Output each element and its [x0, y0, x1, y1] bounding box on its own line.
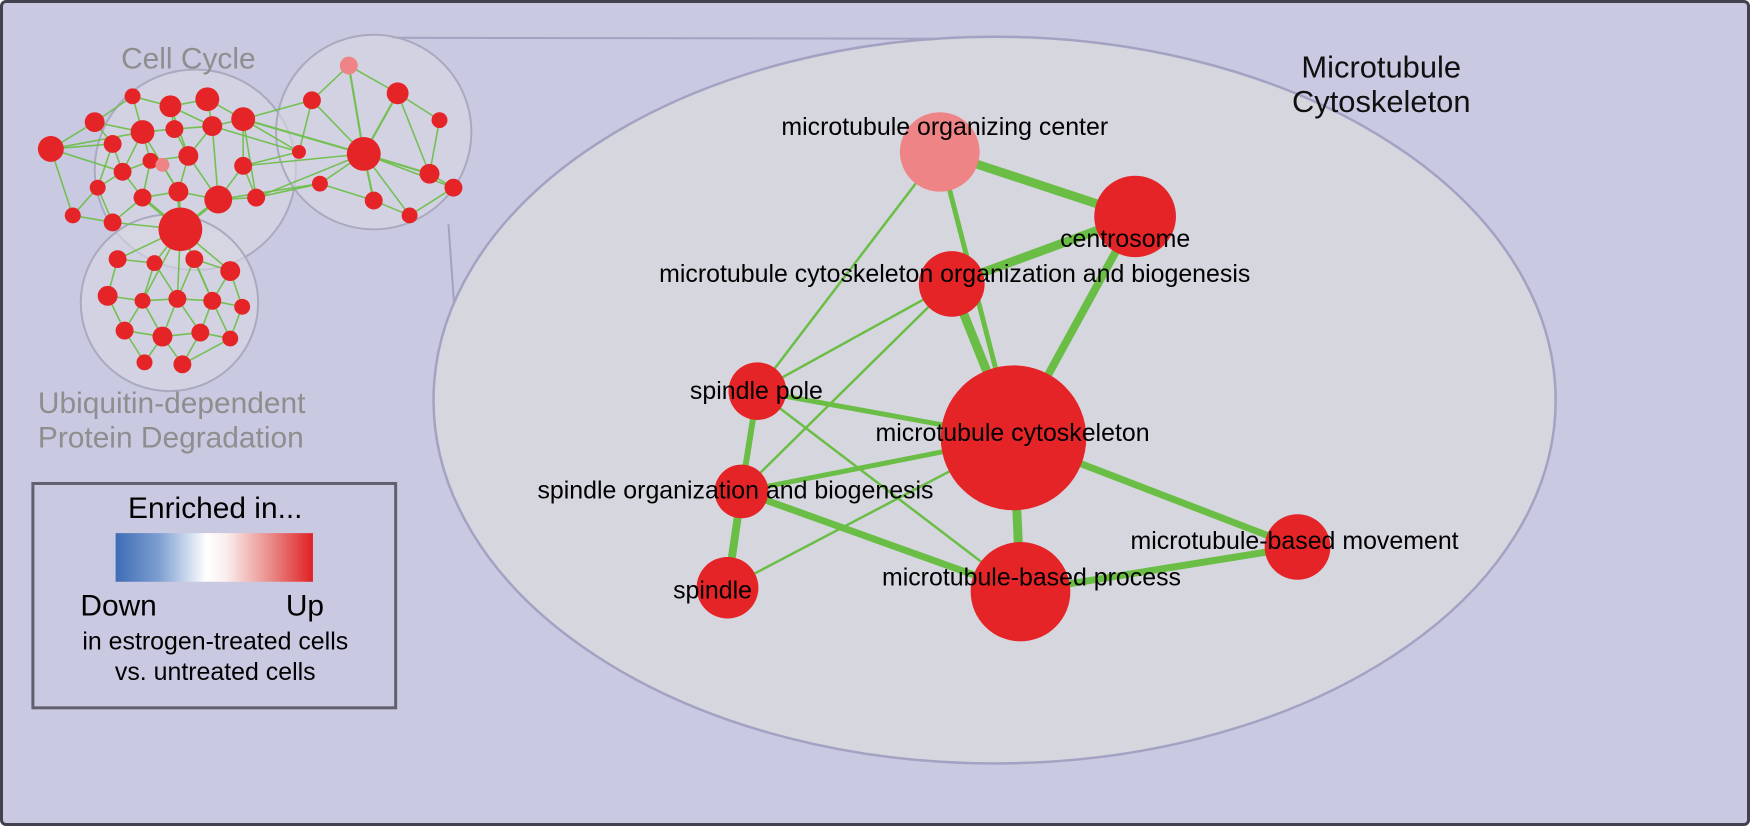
figure-title-line1: Microtubule	[1301, 50, 1461, 85]
node-microtubule-organizing-center	[899, 112, 980, 192]
legend-frame	[31, 481, 398, 710]
overview-node	[364, 191, 383, 210]
overview-node	[168, 289, 187, 308]
overview-node	[302, 91, 321, 110]
overview-node	[146, 255, 163, 272]
overview-node	[444, 178, 463, 197]
overview-node	[158, 207, 203, 252]
overview-node	[178, 145, 199, 166]
overview-node	[136, 354, 153, 371]
node-spindle-pole	[728, 362, 787, 420]
overview-node	[185, 250, 204, 269]
overview-edge	[182, 337, 231, 366]
node-label-microtubule-organizing-center: microtubule organizing center	[781, 113, 1108, 141]
node-label-microtubule-cytoskeleton: microtubule cytoskeleton	[875, 419, 1149, 447]
overview-node	[155, 157, 170, 172]
legend-title: Enriched in...	[128, 492, 302, 525]
overview-node	[234, 298, 251, 315]
node-label-spindle: spindle	[673, 577, 752, 605]
overview-node	[133, 188, 152, 207]
overview-edge	[319, 182, 374, 202]
overview-node	[108, 250, 127, 269]
zoom-edge-spindle-pole--microtubule-based-process	[756, 389, 1022, 593]
overview-node	[195, 87, 220, 112]
zoom-nodes	[696, 112, 1331, 642]
overview-edge	[242, 119, 257, 198]
legend-up-label: Up	[286, 590, 324, 623]
overview-node	[159, 95, 182, 118]
node-spindle	[696, 556, 759, 619]
node-label-microtubule-based-movement: microtubule-based movement	[1130, 527, 1458, 555]
overview-node	[134, 292, 151, 309]
overview-node	[84, 112, 105, 133]
node-spindle-organization-and-biogenesis	[714, 464, 769, 519]
overview-node	[142, 152, 159, 169]
zoom-edge-microtubule-cytoskeleton-organization-and-biogenesis--spindle-pole	[756, 282, 953, 393]
overview-node	[103, 135, 122, 153]
node-label-microtubule-cytoskeleton-organization-and-biogenesis: microtubule cytoskeleton organization an…	[659, 260, 1250, 288]
overview-node	[115, 321, 134, 340]
overview-edge	[242, 151, 300, 167]
overview-node	[168, 181, 189, 202]
overview-node	[202, 116, 223, 137]
overview-node	[234, 156, 253, 175]
overview-node	[311, 175, 328, 192]
overview-edge	[396, 93, 431, 175]
overview-node	[173, 355, 192, 374]
overview-node	[203, 291, 222, 310]
figure-svg: microtubule organizing center centrosome m…	[31, 33, 1557, 765]
node-centrosome	[1094, 175, 1176, 258]
node-label-centrosome: centrosome	[1060, 225, 1190, 253]
overview-node	[222, 330, 239, 347]
overview-node	[64, 207, 81, 224]
overview-node	[113, 162, 132, 181]
node-label-spindle-pole: spindle pole	[690, 377, 823, 405]
zoom-edge-microtubule-cytoskeleton-organization-and-biogenesis--spindle-organization-and-biogenesis	[740, 282, 953, 493]
zoom-connector-line-top	[391, 36, 965, 40]
overview-node	[37, 136, 64, 162]
overview-node	[339, 56, 358, 75]
overview-node	[130, 120, 155, 144]
legend-caption-line2: vs. untreated cells	[115, 658, 316, 686]
zoom-edge-microtubule-organizing-center--spindle-pole	[756, 150, 942, 393]
cluster-label-ubiquitin-line1: Ubiquitin-dependent	[38, 387, 306, 420]
zoom-node-labels: microtubule organizing center centrosome m…	[537, 113, 1458, 605]
cluster-label-ubiquitin-line2: Protein Degradation	[38, 422, 304, 455]
overview-edge	[212, 125, 300, 153]
legend-gradient-bar	[115, 533, 313, 582]
overview-node	[419, 163, 440, 184]
figure-title-line2: Cytoskeleton	[1292, 84, 1471, 119]
overview-node	[165, 120, 184, 139]
overview-nodes	[37, 56, 463, 374]
legend: Enriched in... Down Up in estrogen-treat…	[31, 481, 398, 710]
overview-node	[292, 144, 306, 159]
node-microtubule-based-movement	[1264, 514, 1331, 580]
overview-node	[191, 323, 210, 342]
overview-node	[103, 213, 122, 232]
overview-edge	[50, 131, 143, 150]
node-microtubule-based-process	[970, 542, 1071, 642]
overview-node	[89, 179, 106, 196]
overview-node	[97, 285, 118, 306]
overview-node	[152, 326, 173, 347]
overview-node	[204, 185, 233, 214]
overview-node	[247, 188, 266, 207]
node-microtubule-cytoskeleton-organization-and-biogenesis	[918, 251, 985, 317]
node-label-spindle-organization-and-biogenesis: spindle organization and biogenesis	[537, 476, 933, 504]
overview-node	[220, 261, 241, 281]
overview-node	[231, 107, 256, 132]
overview-node	[386, 82, 409, 105]
overview-node	[401, 207, 418, 224]
overview-edge	[255, 153, 365, 199]
overview-edge	[243, 153, 364, 167]
node-label-microtubule-based-process: microtubule-based process	[882, 564, 1181, 592]
legend-down-label: Down	[80, 590, 156, 623]
overview-node	[431, 112, 448, 129]
cluster-label-cell-cycle: Cell Cycle	[121, 43, 256, 76]
overview-node	[124, 88, 141, 105]
overview-node	[346, 137, 381, 171]
node-microtubule-cytoskeleton	[940, 365, 1087, 511]
legend-caption-line1: in estrogen-treated cells	[82, 627, 348, 655]
